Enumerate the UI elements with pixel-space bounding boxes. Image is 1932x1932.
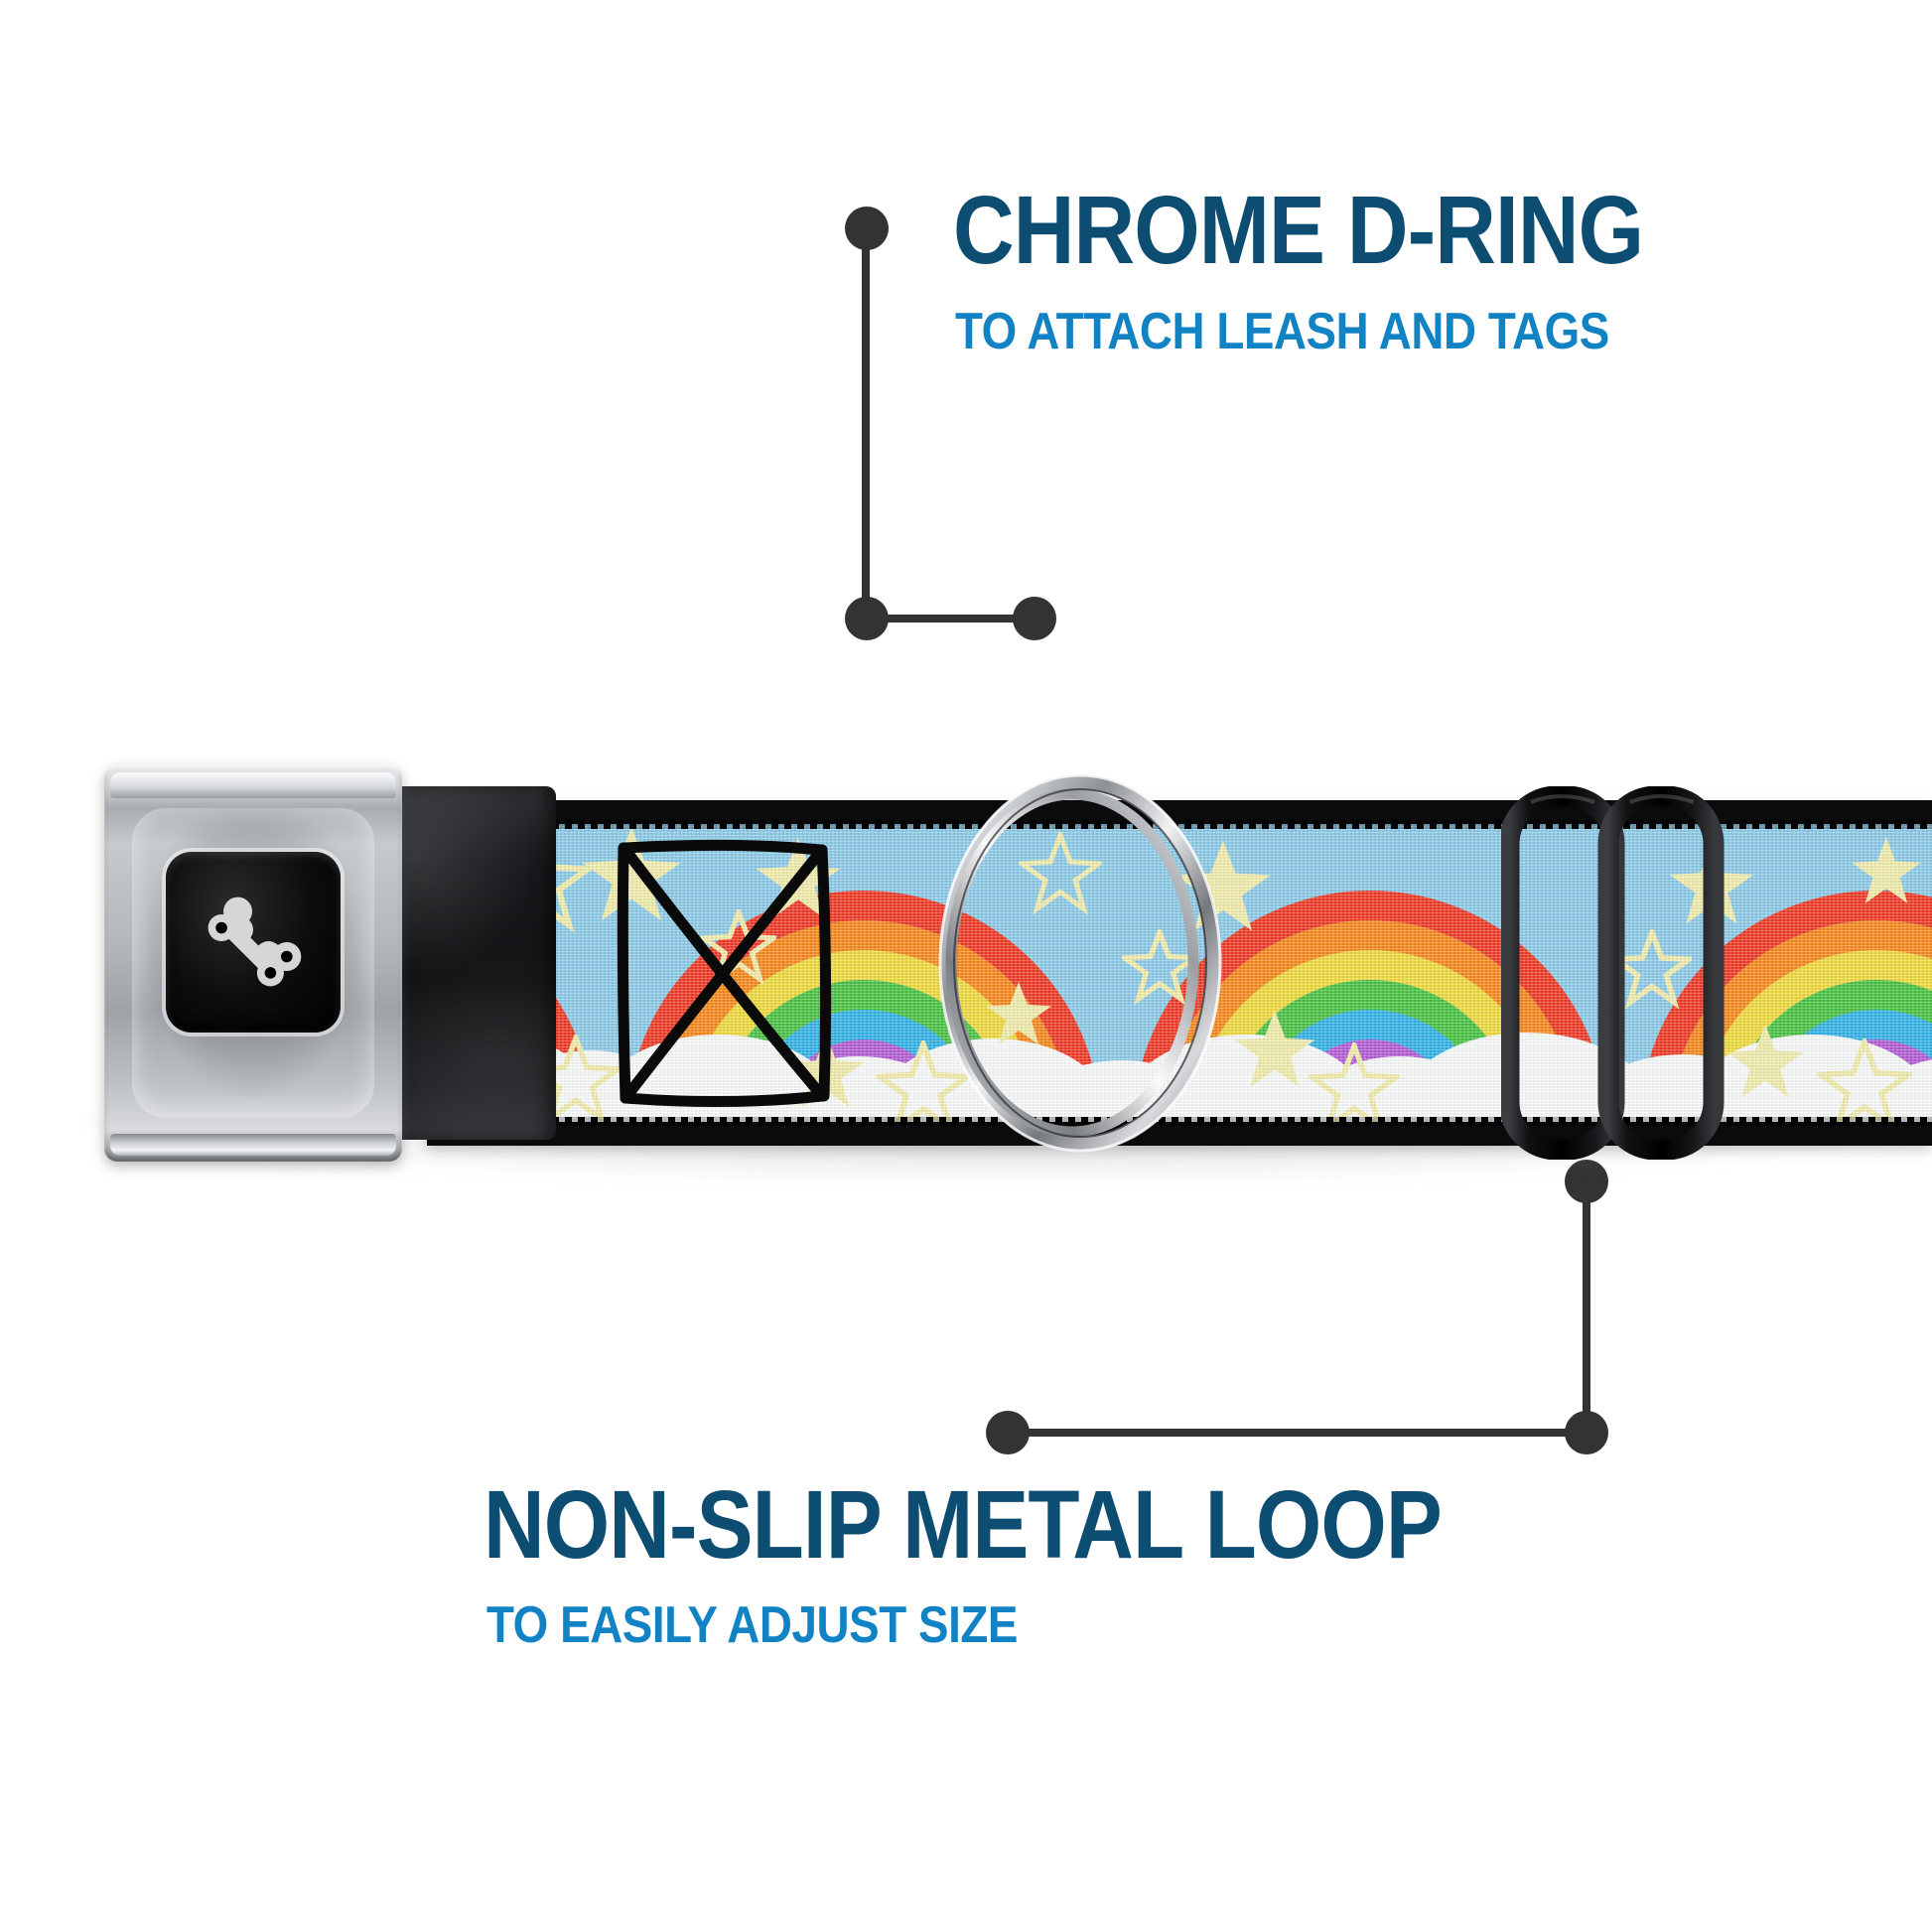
star-outline-icon [1015, 828, 1106, 920]
callout-subtitle-non-slip-metal-loop: TO EASILY ADJUST SIZE [486, 1596, 1018, 1654]
star-outline-icon [1117, 924, 1202, 1010]
star-outline-icon [1304, 1037, 1405, 1139]
leader-line-vertical-bottom [1583, 1179, 1590, 1436]
star-icon [784, 1031, 868, 1119]
dog-bone-icon [207, 897, 302, 987]
star-icon [1231, 1007, 1318, 1099]
star-outline-icon [1812, 1034, 1917, 1139]
buckle-strap-insert [357, 786, 556, 1140]
star-icon [578, 822, 685, 934]
callout-subtitle-chrome-d-ring: TO ATTACH LEASH AND TAGS [955, 303, 1609, 360]
leader-line-vertical-top [862, 226, 870, 621]
star-icon [1849, 834, 1924, 914]
non-slip-metal-loop [1498, 785, 1727, 1161]
callout-title-chrome-d-ring: CHROME D-RING [953, 176, 1644, 284]
star-outline-icon [696, 904, 781, 990]
callout-title-non-slip-metal-loop: NON-SLIP METAL LOOP [483, 1470, 1443, 1579]
leader-line-horizontal-top [865, 615, 1039, 622]
product-name: Seatbelt Buckle Dog Collar [0, 0, 1, 1]
buckle-chrome-body [104, 764, 402, 1162]
star-icon [1172, 836, 1275, 944]
product-pattern-name: Rainbows and Clouds with Stars [0, 0, 1, 1]
star-icon [1724, 1021, 1807, 1109]
star-icon [983, 979, 1054, 1055]
leader-dot-d-ring-target [1013, 597, 1056, 640]
seatbelt-buckle [104, 764, 556, 1162]
leader-dot-bottom-anchor [986, 1411, 1030, 1454]
buckle-logo-plate [166, 852, 341, 1033]
leader-line-horizontal-bottom [1008, 1429, 1587, 1437]
